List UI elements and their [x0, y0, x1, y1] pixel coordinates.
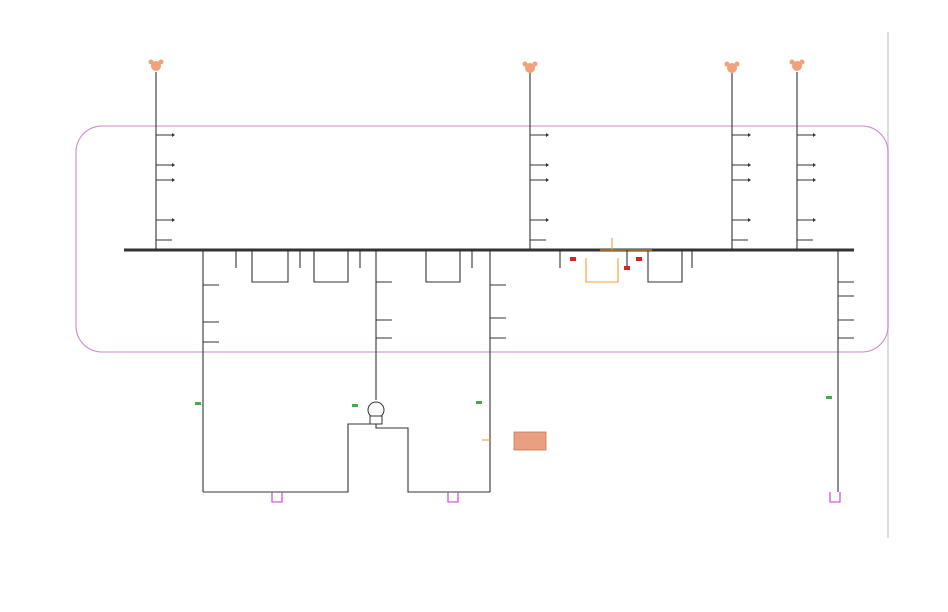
bus-drop-stubs	[235, 250, 693, 268]
lower-feeder-b[interactable]	[352, 250, 392, 425]
transformer-icon[interactable]	[367, 401, 385, 425]
transformer-branch[interactable]	[570, 238, 652, 283]
load-magenta[interactable]	[271, 492, 841, 503]
breaker-red-1[interactable]	[570, 257, 576, 261]
breaker-green[interactable]	[826, 396, 832, 399]
utility-source-icon[interactable]	[724, 61, 740, 74]
bus-cubicles[interactable]	[251, 250, 683, 283]
zone-boundary[interactable]	[75, 125, 889, 353]
feeder-arrows-upper	[156, 133, 816, 241]
lower-feeder-c[interactable]	[476, 250, 506, 492]
breaker-green[interactable]	[195, 402, 201, 405]
utility-source-icon[interactable]	[148, 59, 164, 72]
utility-source-icon[interactable]	[522, 61, 538, 74]
note-box[interactable]	[513, 431, 547, 451]
utility-source-icon[interactable]	[789, 59, 805, 72]
breaker-green[interactable]	[352, 404, 358, 407]
breaker-red-2[interactable]	[636, 257, 642, 261]
breaker-red-3[interactable]	[624, 266, 630, 270]
breaker-green[interactable]	[476, 401, 482, 404]
bottom-loop-left[interactable]	[203, 423, 490, 493]
lower-feeder-d[interactable]	[826, 250, 854, 492]
lower-feeder-a[interactable]	[195, 250, 219, 492]
